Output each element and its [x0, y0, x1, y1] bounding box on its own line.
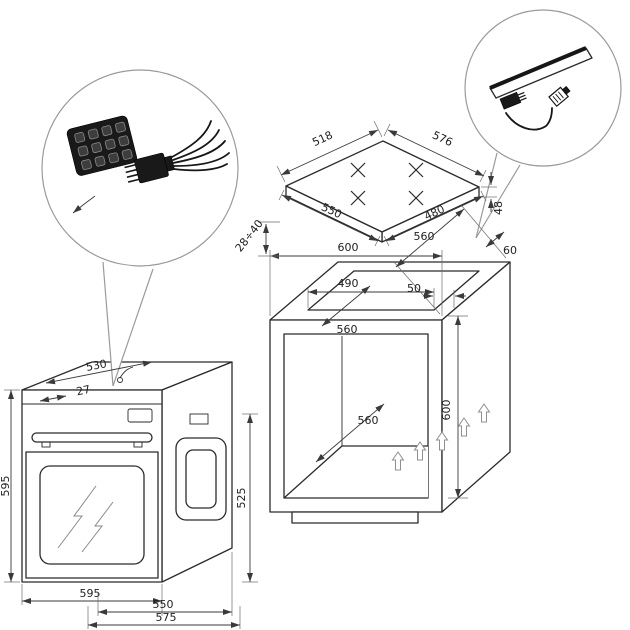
plug-wires — [171, 120, 230, 172]
hob — [285, 140, 480, 243]
dim-cabinet-rear-gap: 60 — [503, 244, 517, 257]
oven-dimensions: 595 530 27 525 595 550 575 — [0, 357, 258, 629]
worktop-top-edge — [489, 46, 587, 90]
handle-mount-left — [41, 441, 51, 448]
dim-worktop-thickness: 28÷40 — [233, 217, 266, 254]
side-latch — [189, 413, 209, 425]
callout-tail — [103, 262, 153, 386]
glass-reflection — [81, 501, 114, 553]
hob-top-face — [285, 140, 480, 233]
dim-cabinet-top-depth: 560 — [414, 230, 435, 243]
mains-plug-icon — [124, 152, 175, 184]
dim-hob-height: 48 — [492, 201, 505, 215]
dim-oven-total-depth: 575 — [156, 611, 177, 624]
door-handle — [31, 432, 153, 443]
handle-mount-right — [133, 441, 143, 448]
dim-hob-top-width: 518 — [310, 128, 335, 149]
cabinet-dimensions: 600 560 60 490 50 560 560 600 — [269, 205, 517, 499]
callout-tail — [476, 153, 520, 238]
dim-hob-top-depth: 576 — [430, 128, 455, 149]
callout-circle — [464, 9, 622, 167]
oven-mains-cable — [117, 366, 134, 383]
glass-reflection — [57, 485, 97, 549]
terminal-pins — [74, 121, 133, 171]
terminal-block-icon — [66, 115, 138, 176]
dim-cabinet-inner-depth: 560 — [358, 414, 379, 427]
dim-cabinet-cutout-width: 490 — [338, 277, 359, 290]
callout-terminal-connection — [41, 69, 239, 387]
cabinet — [269, 261, 511, 524]
dim-cabinet-height: 600 — [440, 400, 453, 421]
dim-oven-front-clearance: 27 — [75, 383, 91, 398]
insert-direction-arrow-icon — [72, 195, 96, 214]
control-display — [127, 408, 153, 423]
cabinet-top-cutout — [307, 270, 480, 311]
dim-cabinet-cutout-depth: 560 — [337, 323, 358, 336]
dim-cabinet-width: 600 — [338, 241, 359, 254]
oven-right-face — [161, 361, 233, 583]
hob-plug-icon — [548, 86, 571, 108]
dim-cabinet-cutout-offset: 50 — [407, 282, 421, 295]
dim-oven-top-depth: 530 — [85, 357, 108, 374]
oven — [21, 361, 233, 583]
dim-oven-width: 595 — [80, 587, 101, 600]
cabinet-plinth — [291, 511, 419, 524]
side-panel-inner — [185, 449, 217, 509]
oven-front-face — [21, 389, 163, 583]
door-window — [39, 465, 145, 565]
callout-hob-connector — [464, 9, 622, 239]
dim-oven-body-depth: 550 — [153, 598, 174, 611]
side-panel-outline — [175, 437, 227, 521]
oven-door — [25, 451, 159, 579]
dim-oven-side-height: 525 — [235, 488, 248, 509]
hob-terminal-box-icon — [499, 91, 527, 110]
dim-oven-height: 595 — [0, 476, 12, 497]
hob-power-cable — [505, 107, 553, 131]
